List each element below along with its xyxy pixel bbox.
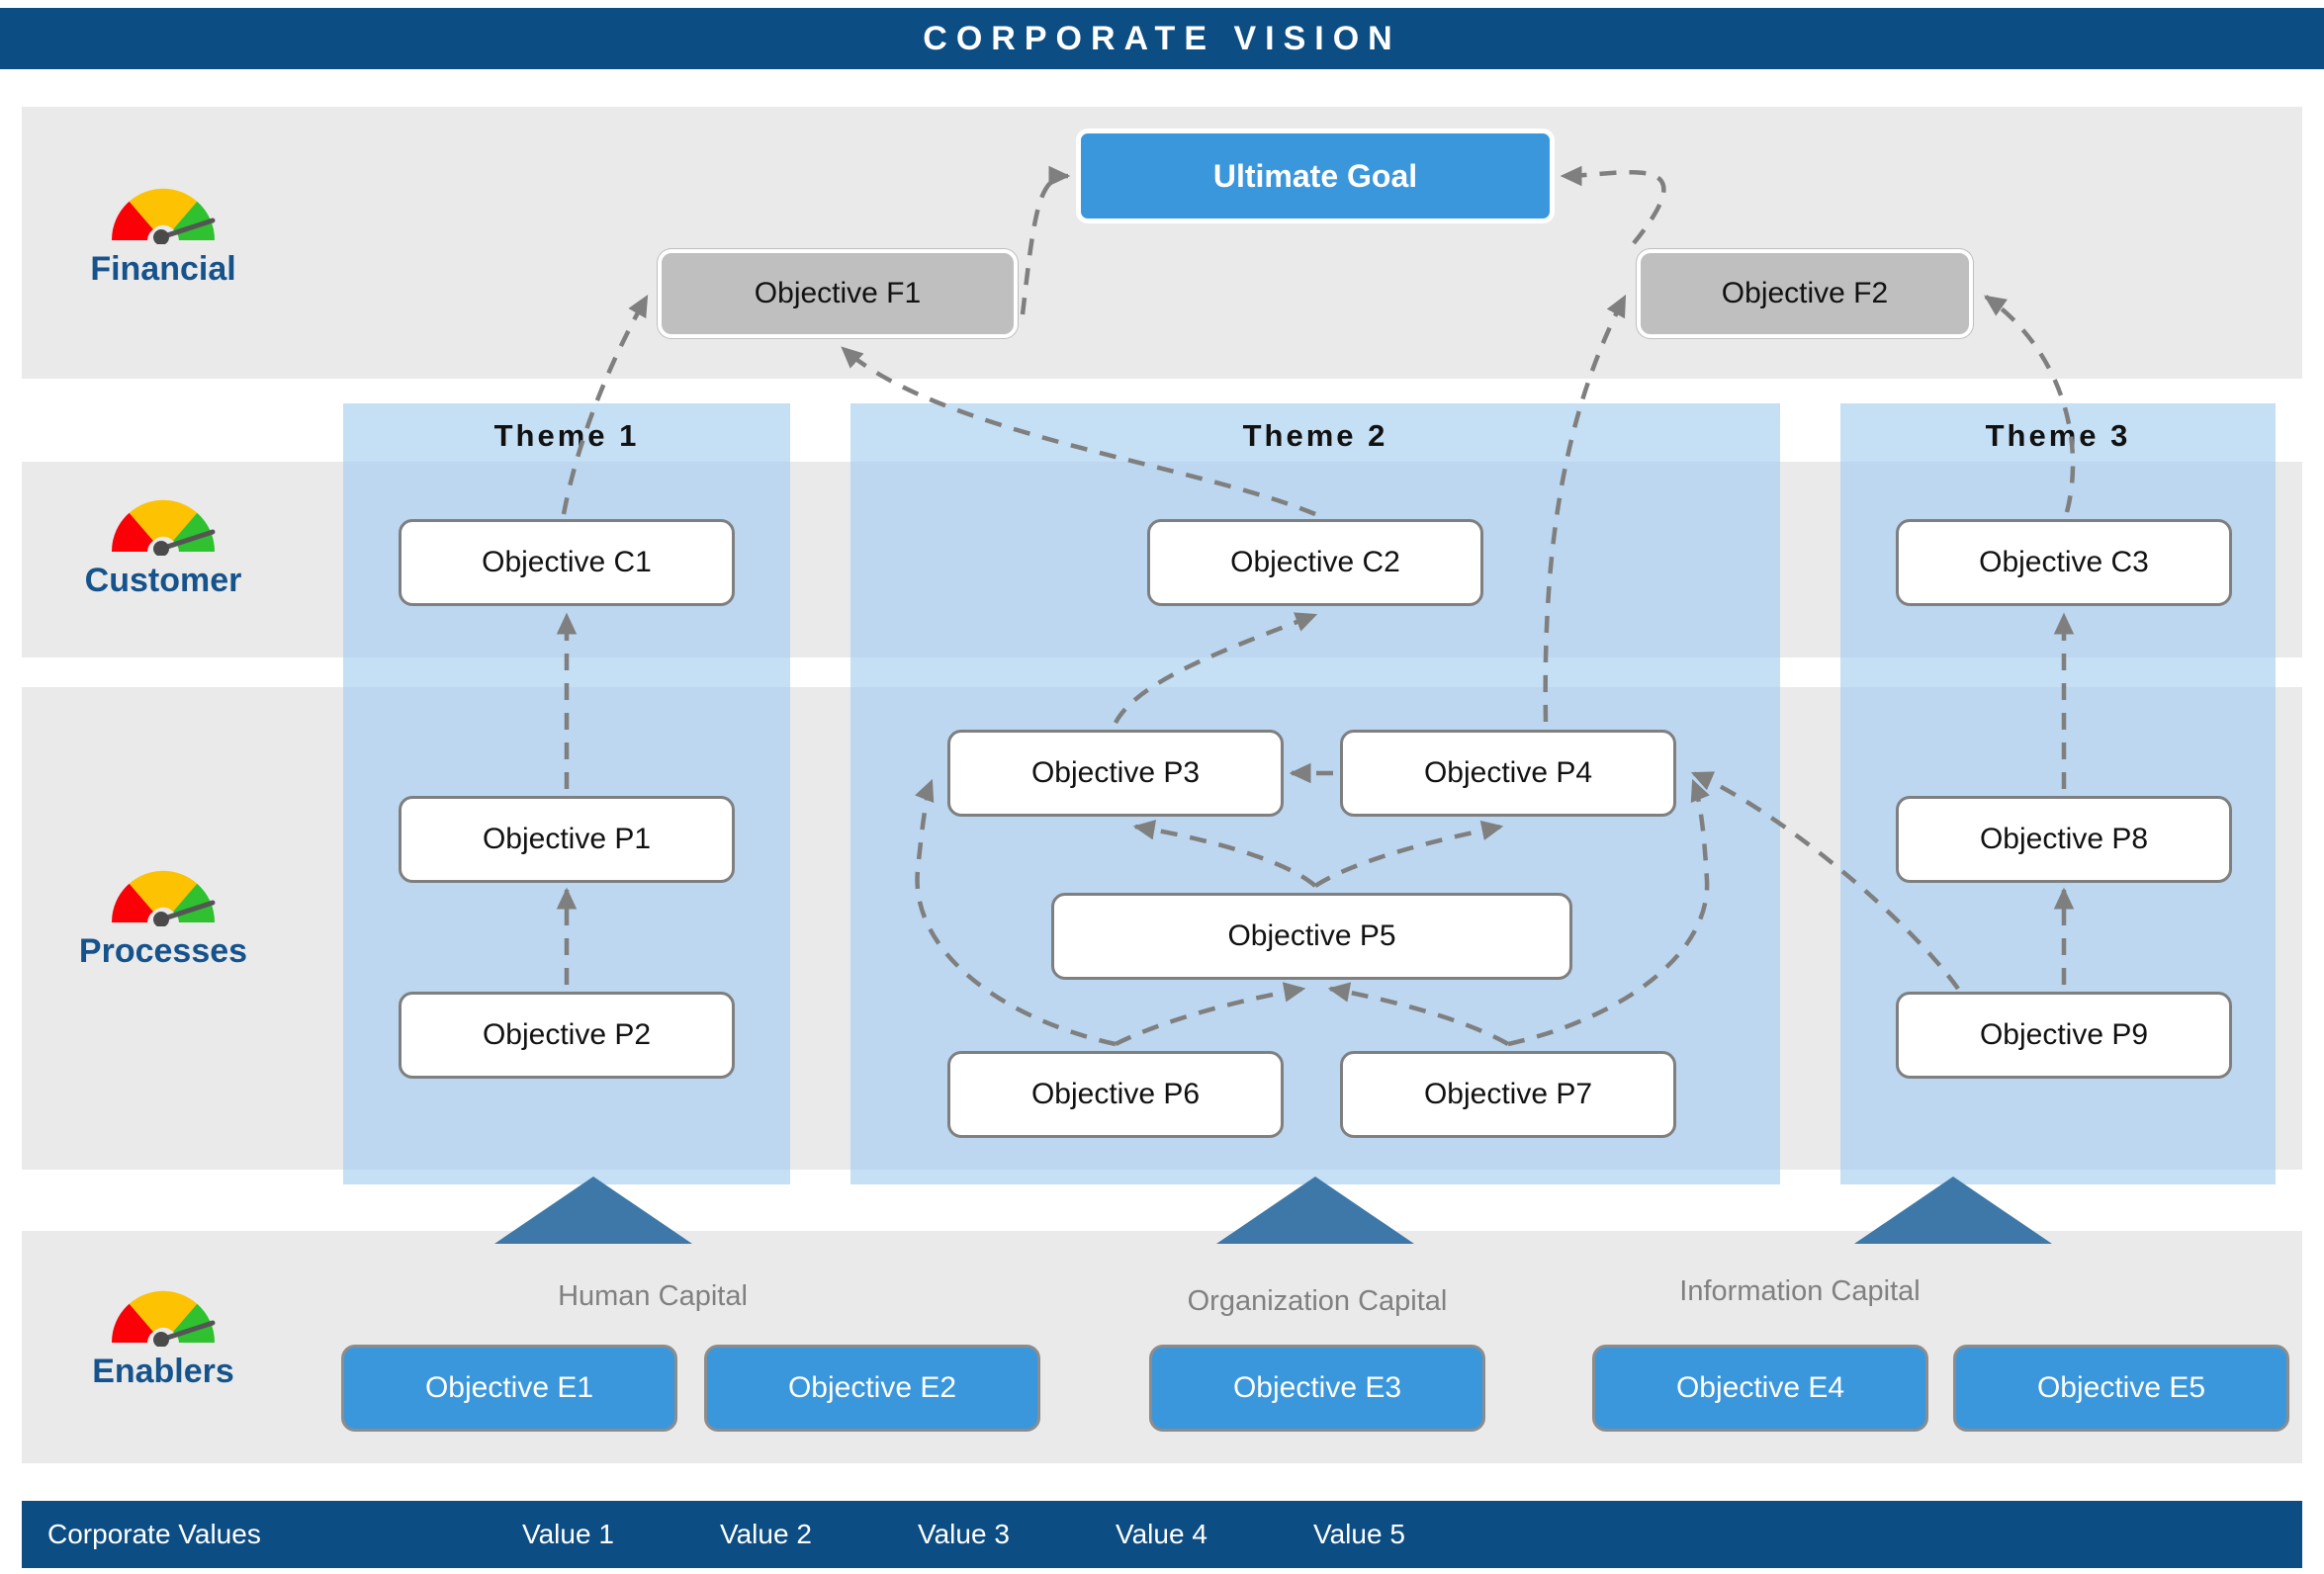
- objective-e5[interactable]: Objective E5: [1953, 1345, 2289, 1432]
- objective-p3[interactable]: Objective P3: [947, 730, 1284, 817]
- corporate-value-4: Value 4: [1116, 1519, 1207, 1549]
- corporate-vision-banner: CORPORATE VISION: [0, 8, 2324, 69]
- gauge-icon: [106, 494, 221, 556]
- perspective-label-text: Customer: [84, 562, 242, 599]
- perspective-label-text: Enablers: [92, 1353, 234, 1390]
- corporate-vision-title: CORPORATE VISION: [923, 19, 1401, 57]
- corporate-values-title: Corporate Values: [47, 1519, 261, 1549]
- objective-f1[interactable]: Objective F1: [658, 249, 1018, 338]
- gauge-icon: [106, 183, 221, 244]
- perspective-label-customer: Customer: [40, 494, 287, 600]
- capital-label-human: Human Capital: [558, 1280, 748, 1312]
- objective-p1[interactable]: Objective P1: [399, 796, 735, 883]
- objective-p5[interactable]: Objective P5: [1051, 893, 1572, 980]
- corporate-value-1: Value 1: [522, 1519, 614, 1549]
- theme-title-theme1: Theme 1: [493, 418, 640, 453]
- corporate-value-3: Value 3: [918, 1519, 1010, 1549]
- objective-p4[interactable]: Objective P4: [1340, 730, 1676, 817]
- theme-title-theme2: Theme 2: [1242, 418, 1388, 453]
- objective-f2[interactable]: Objective F2: [1637, 249, 1973, 338]
- objective-p2[interactable]: Objective P2: [399, 992, 735, 1079]
- gauge-icon: [106, 1285, 221, 1347]
- objective-c2[interactable]: Objective C2: [1147, 519, 1483, 606]
- objective-p7[interactable]: Objective P7: [1340, 1051, 1676, 1138]
- objective-e2[interactable]: Objective E2: [704, 1345, 1040, 1432]
- gauge-icon: [106, 865, 221, 926]
- capital-label-organization: Organization Capital: [1187, 1285, 1448, 1317]
- corporate-values-bar: Corporate Values Value 1 Value 2 Value 3…: [22, 1501, 2302, 1568]
- objective-ultimate-goal[interactable]: Ultimate Goal: [1076, 129, 1555, 223]
- objective-p9[interactable]: Objective P9: [1896, 992, 2232, 1079]
- theme-title-theme3: Theme 3: [1985, 418, 2131, 453]
- perspective-label-financial: Financial: [40, 183, 287, 289]
- objective-e3[interactable]: Objective E3: [1149, 1345, 1485, 1432]
- objective-p6[interactable]: Objective P6: [947, 1051, 1284, 1138]
- capital-label-information: Information Capital: [1679, 1275, 1921, 1307]
- corporate-value-2: Value 2: [720, 1519, 812, 1549]
- objective-e4[interactable]: Objective E4: [1592, 1345, 1928, 1432]
- perspective-label-text: Processes: [78, 932, 248, 970]
- corporate-value-5: Value 5: [1313, 1519, 1405, 1549]
- objective-e1[interactable]: Objective E1: [341, 1345, 677, 1432]
- perspective-label-text: Financial: [90, 250, 236, 288]
- perspective-label-processes: Processes: [40, 865, 287, 971]
- objective-p8[interactable]: Objective P8: [1896, 796, 2232, 883]
- objective-c1[interactable]: Objective C1: [399, 519, 735, 606]
- perspective-label-enablers: Enablers: [40, 1285, 287, 1391]
- objective-c3[interactable]: Objective C3: [1896, 519, 2232, 606]
